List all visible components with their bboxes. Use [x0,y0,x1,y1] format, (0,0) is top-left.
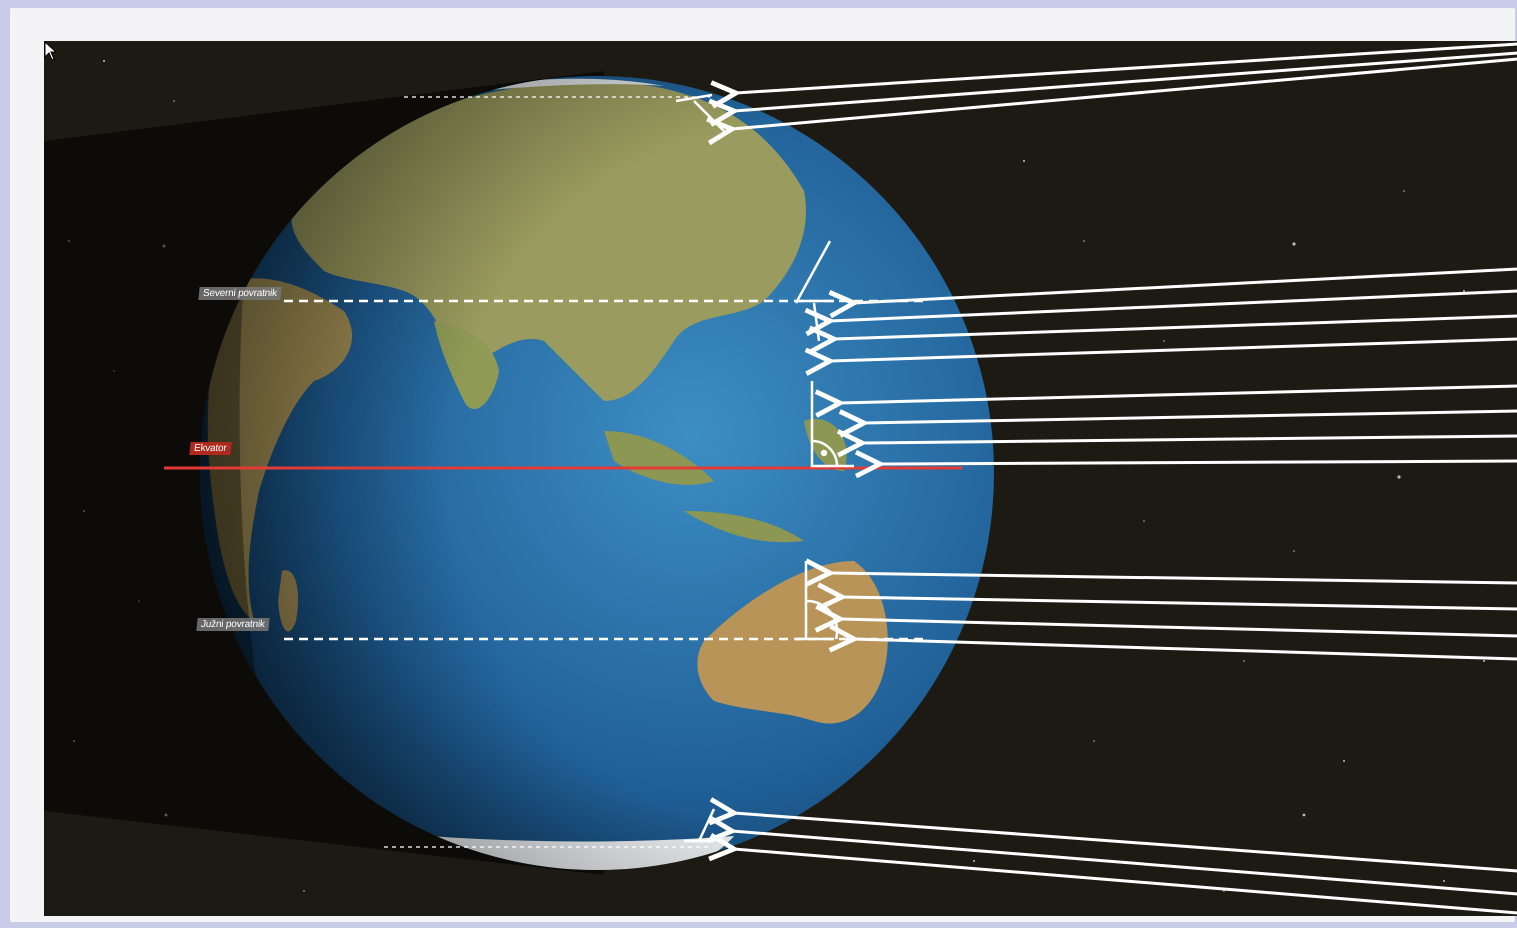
sun-rays [732,42,1517,915]
mouse-pointer-icon [44,41,58,61]
earth-diagram-svg [44,42,1517,915]
tropic-south-label: Južni povratnik [196,618,270,631]
earth-illustration: Severni povratnik Ekvator Južni povratni… [44,41,1517,916]
screenshot-frame: Severni povratnik Ekvator Južni povratni… [10,8,1517,922]
tropic-north-label: Severni povratnik [198,287,282,300]
equator-label: Ekvator [189,442,232,455]
